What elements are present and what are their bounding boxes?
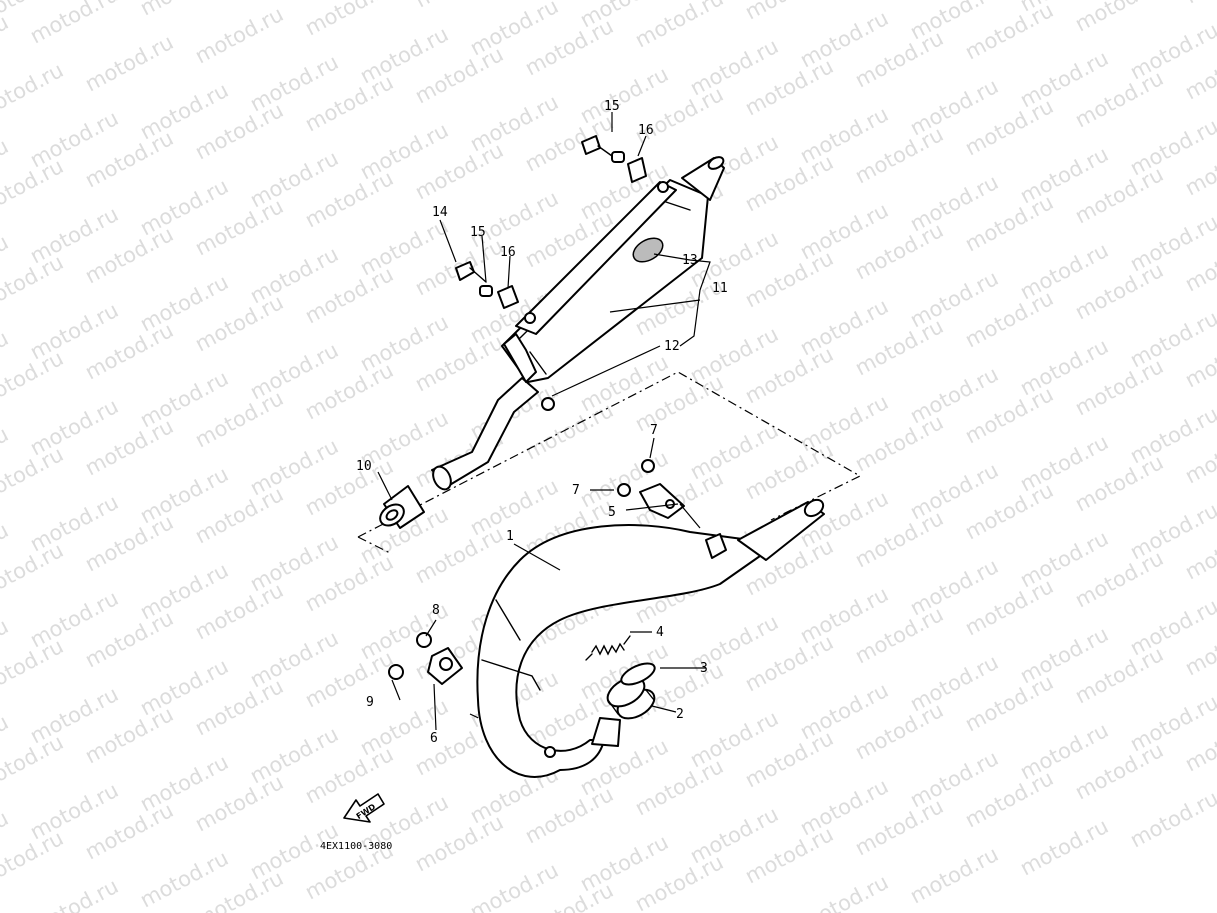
callout-11: 11 xyxy=(712,281,728,296)
callout-15: 15 xyxy=(470,225,486,240)
callout-5: 5 xyxy=(608,505,616,520)
callout-2: 2 xyxy=(676,707,684,722)
damper-16 xyxy=(497,285,519,309)
callout-7: 7 xyxy=(650,423,658,438)
bolt-9 xyxy=(388,664,404,680)
callout-3: 3 xyxy=(700,661,708,676)
callout-13: 13 xyxy=(682,253,698,268)
callout-4: 4 xyxy=(656,625,664,640)
drawing-code: 4EX1100-3080 xyxy=(320,841,392,852)
strap-hole xyxy=(657,181,669,193)
watermark-text: motod.ru xyxy=(191,2,287,68)
chamber-inlet-sleeve xyxy=(591,717,621,747)
muffler-inlet-pipe xyxy=(431,377,539,487)
joint-seal xyxy=(379,485,425,529)
callout-6: 6 xyxy=(430,731,438,746)
strap-hole xyxy=(524,312,536,324)
watermark-text: motod.ru xyxy=(26,874,122,913)
watermark-text: motod.ru xyxy=(466,858,562,913)
watermark-text: motod.ru xyxy=(301,0,397,40)
muffler-strap xyxy=(515,181,677,335)
callout-16: 16 xyxy=(638,123,654,138)
watermark-text: motod.ru xyxy=(136,0,232,20)
chamber-seam xyxy=(481,599,541,691)
chamber-hook xyxy=(544,746,556,758)
watermark-text: motod.ru xyxy=(796,870,892,913)
bolt-8 xyxy=(416,632,432,648)
watermark-text: motod.ru xyxy=(0,10,12,76)
exhaust-chamber xyxy=(476,498,825,778)
pipe-end xyxy=(432,465,452,491)
muffler-assembly xyxy=(431,156,725,491)
watermark-text: motod.ru xyxy=(906,842,1002,908)
chamber-outlet xyxy=(737,501,825,561)
watermark-text: motod.ru xyxy=(631,0,727,52)
plate-hole xyxy=(439,657,453,671)
fwd-arrow-icon: FWD xyxy=(343,793,385,823)
watermark-text: motod.ru xyxy=(1126,786,1217,852)
watermark-text: motod.ru xyxy=(411,0,507,12)
nut-12 xyxy=(541,397,555,411)
callout-9: 9 xyxy=(366,695,374,710)
callout-15: 15 xyxy=(604,99,620,114)
muffler-body xyxy=(501,179,709,383)
outlet-bracket xyxy=(705,533,727,559)
watermark-text: motod.ru xyxy=(81,30,177,96)
nut-7b xyxy=(617,483,631,497)
watermark-text: motod.ru xyxy=(0,58,67,124)
joint-2 xyxy=(606,676,656,720)
damper-16-top xyxy=(627,157,647,183)
leader-lines xyxy=(377,112,711,731)
muffler-bracket xyxy=(503,333,537,383)
collar-15-top xyxy=(611,151,625,163)
callout-8: 8 xyxy=(432,603,440,618)
watermark-text: motod.ru xyxy=(1016,814,1112,880)
nut-7a xyxy=(641,459,655,473)
tail-pipe-end xyxy=(707,156,725,170)
outlet-end xyxy=(803,498,825,518)
callouts: 1 2 3 4 5 6 7 7 8 9 10 11 12 13 14 15 15… xyxy=(356,99,728,746)
callout-10: 10 xyxy=(356,459,372,474)
bolt-15-top xyxy=(581,135,613,157)
callout-12: 12 xyxy=(664,339,680,354)
bolt-14 xyxy=(455,261,487,283)
watermark-text: motod.ru xyxy=(741,0,837,24)
watermark-text: motod.ru xyxy=(26,0,122,48)
gasket-3 xyxy=(620,662,656,686)
callout-1: 1 xyxy=(506,529,514,544)
spring-4 xyxy=(585,635,631,661)
watermark-text: motod.ru xyxy=(1181,0,1217,8)
watermark-text: motod.ru xyxy=(1071,0,1167,36)
mesh-screen-icon xyxy=(632,237,664,263)
collar-15 xyxy=(479,285,493,297)
callout-16: 16 xyxy=(500,245,516,260)
callout-7: 7 xyxy=(572,483,580,498)
callout-14: 14 xyxy=(432,205,448,220)
